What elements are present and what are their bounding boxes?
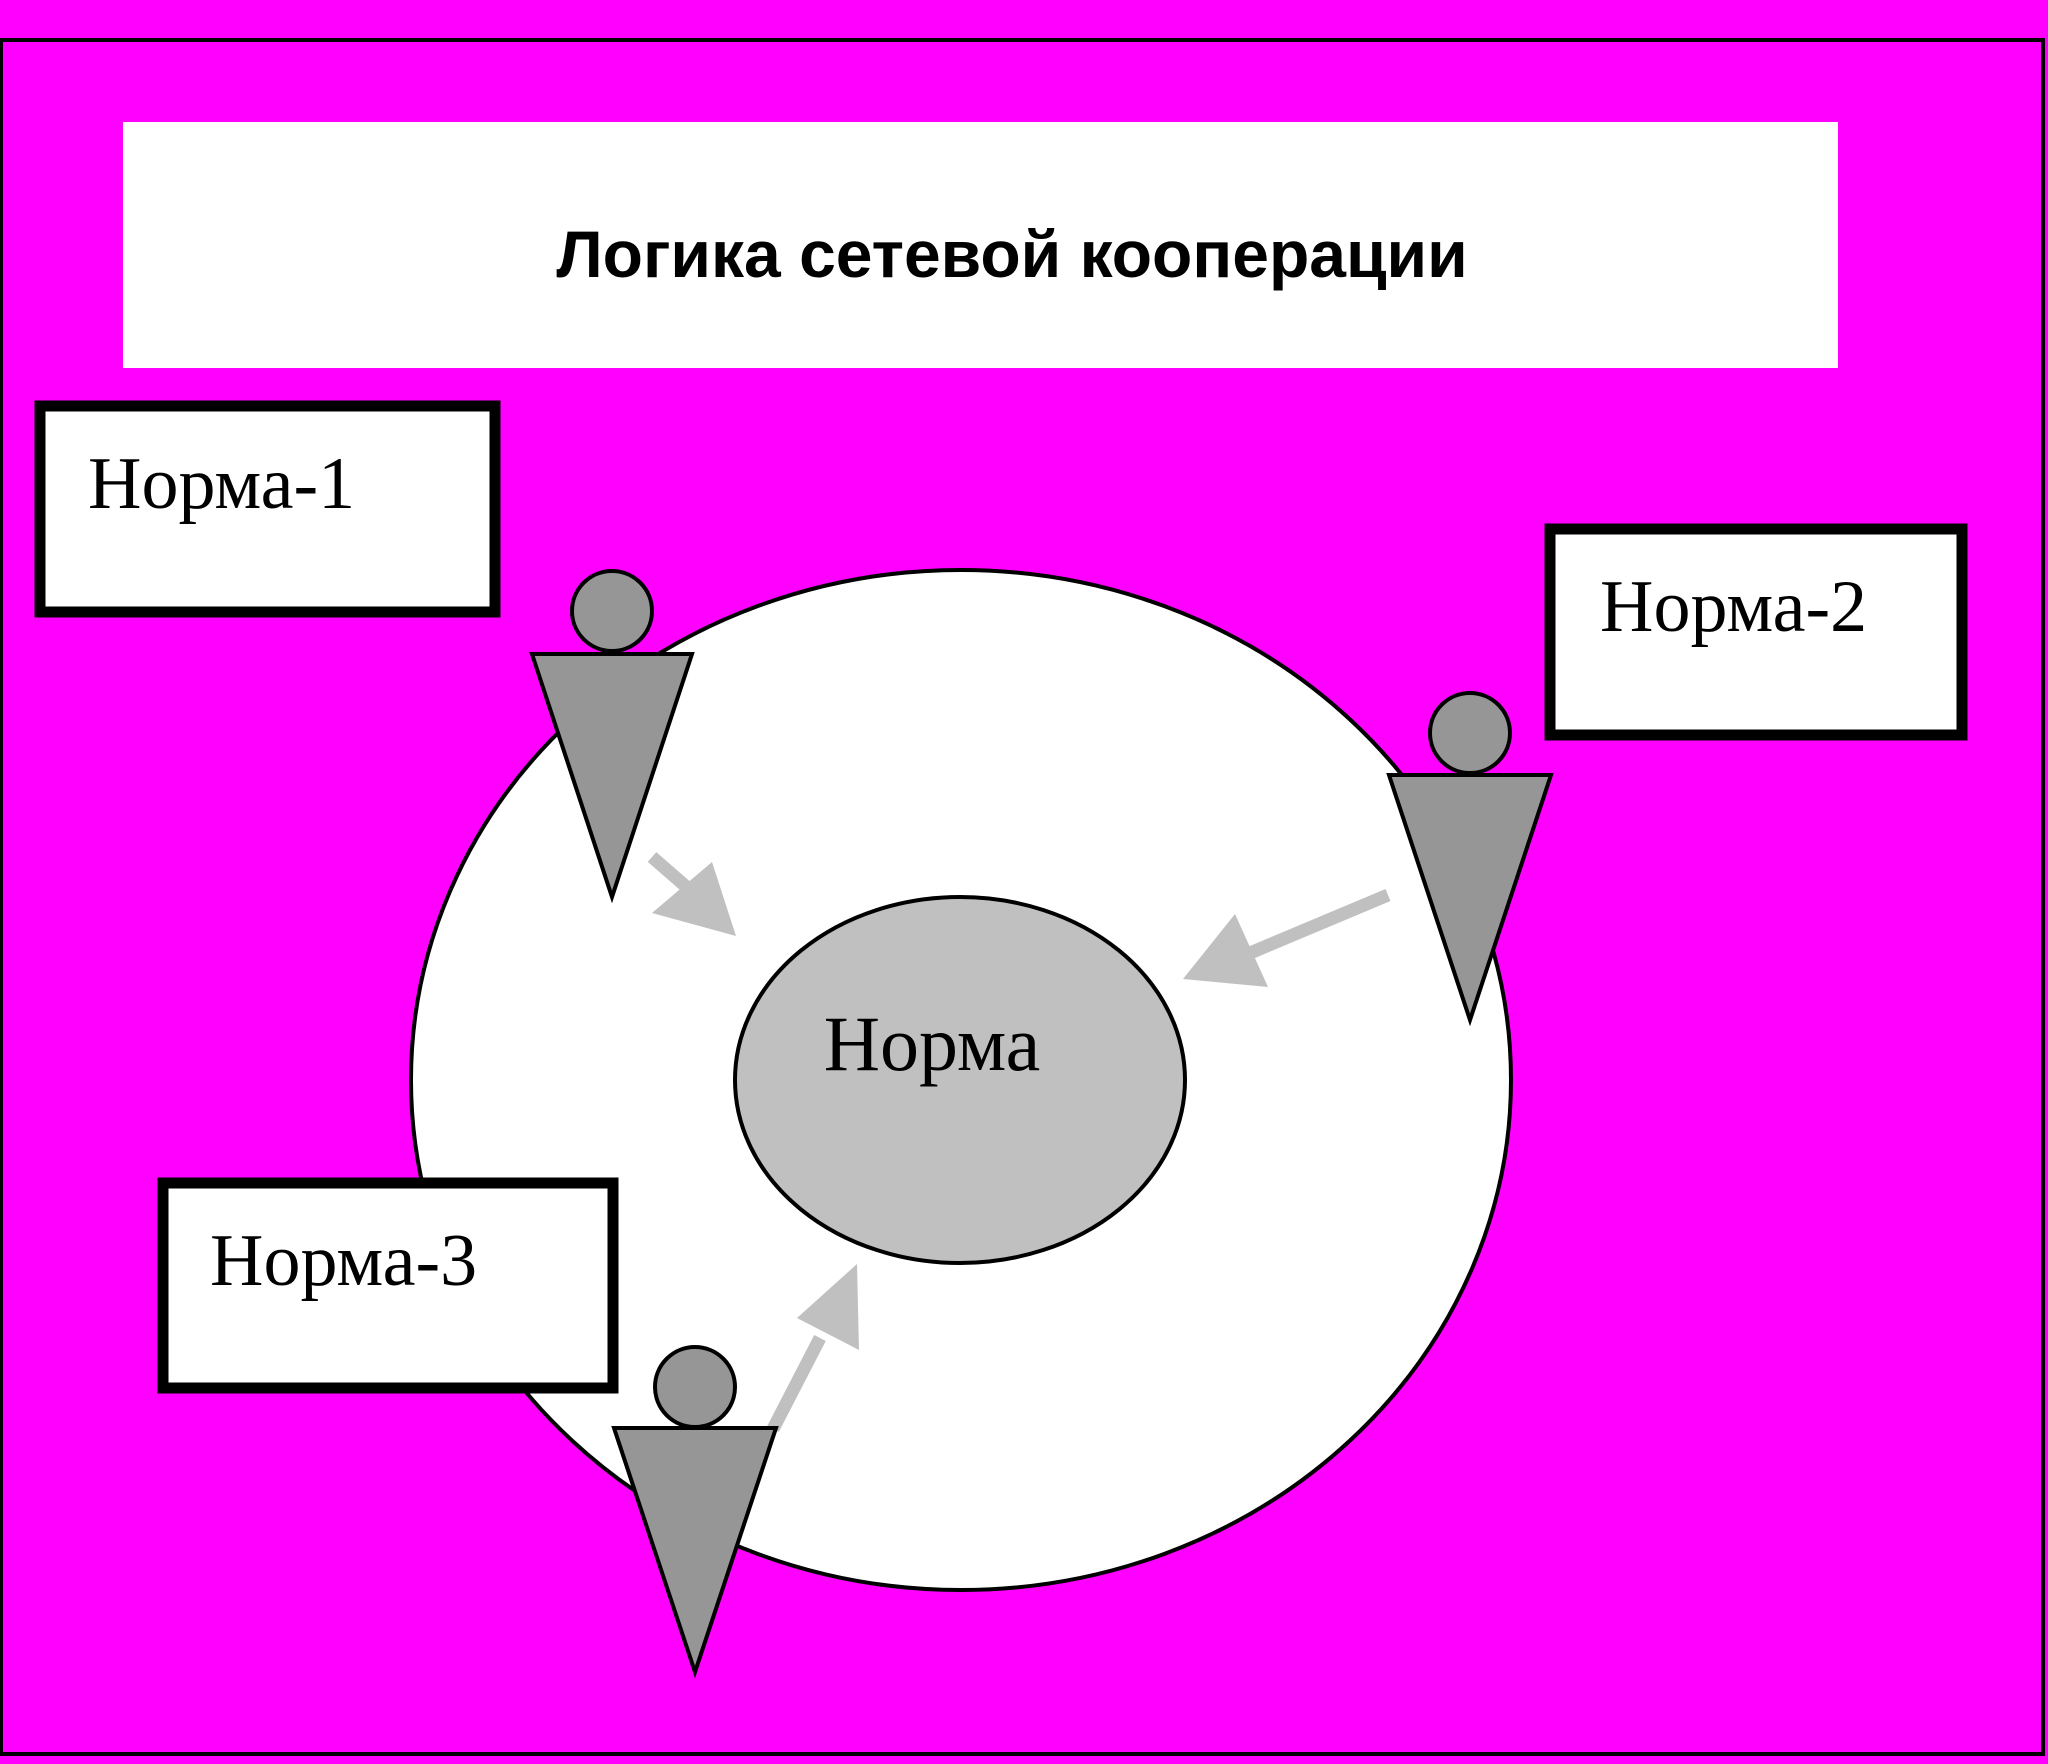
diagram-title: Логика сетевой кооперации (556, 217, 1467, 291)
norm-box-3: Норма-3 (157, 1177, 619, 1394)
norm-box-label: Норма-1 (88, 443, 355, 525)
center-norm-label: Норма (824, 1000, 1041, 1087)
norm-box-1: Норма-1 (34, 400, 501, 618)
outer-frame (0, 38, 2045, 1756)
person-head (653, 1345, 737, 1429)
person-figure-1 (529, 569, 695, 904)
arrow-3 (767, 1264, 859, 1432)
person-figure-3 (611, 1345, 779, 1679)
arrow-1 (647, 852, 736, 936)
title-box (123, 122, 1838, 368)
norm-box-label: Норма-3 (210, 1220, 477, 1302)
arrow-2 (1183, 889, 1391, 987)
person-body (611, 1426, 779, 1679)
center-norm-ellipse (733, 895, 1187, 1265)
person-figure-2 (1386, 691, 1554, 1027)
norm-box-2: Норма-2 (1544, 523, 1968, 741)
person-head (570, 569, 654, 653)
person-body (529, 652, 695, 904)
norm-box-label: Норма-2 (1600, 566, 1867, 648)
person-head (1428, 691, 1512, 775)
person-body (1386, 773, 1554, 1027)
